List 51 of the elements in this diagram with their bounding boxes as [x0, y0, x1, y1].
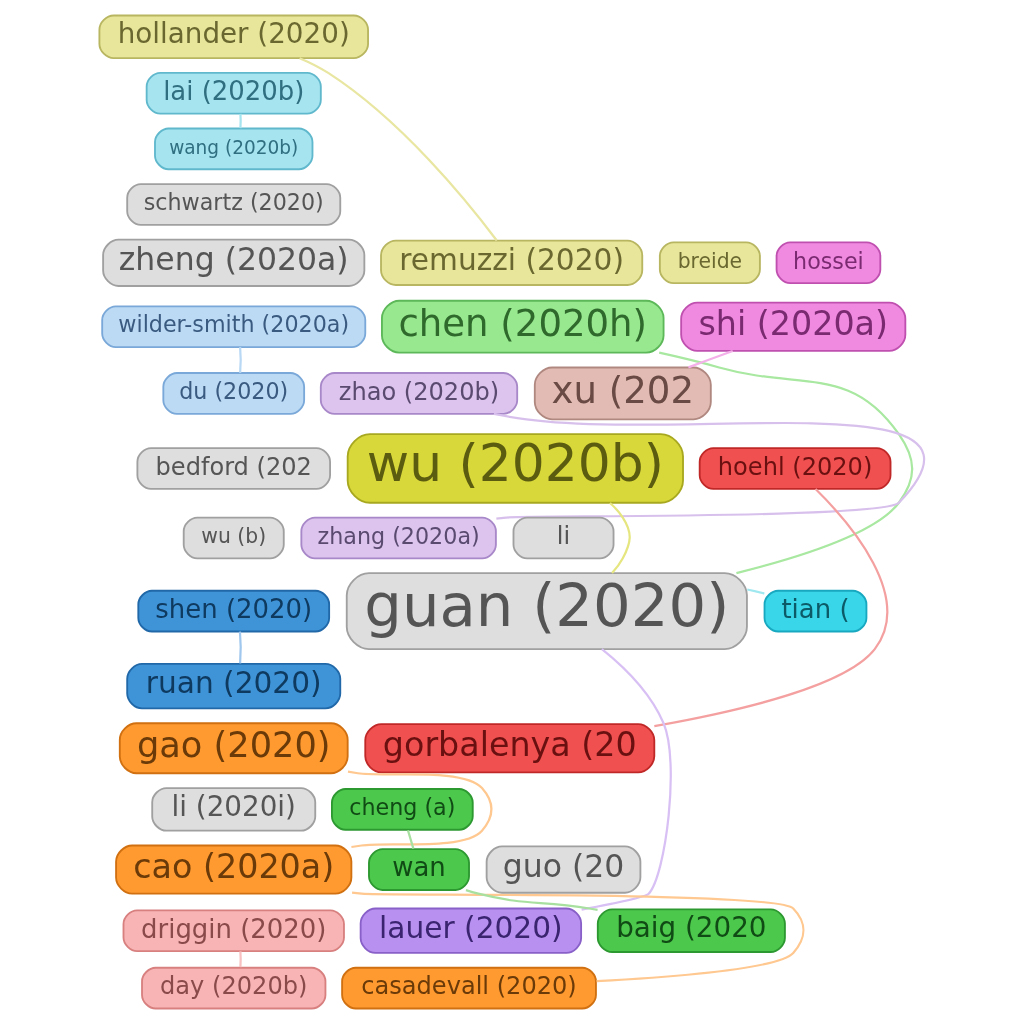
connector	[347, 770, 493, 849]
connector	[299, 57, 498, 242]
connector	[239, 113, 242, 129]
connector	[688, 349, 734, 369]
node-box: guan (2020)	[345, 572, 748, 651]
node-box: wang (2020b)	[154, 127, 314, 171]
connector	[406, 830, 415, 849]
node-box: cao (2020a)	[115, 844, 353, 895]
node-box: ruan (2020)	[126, 663, 342, 710]
node-box: schwartz (2020)	[126, 183, 342, 226]
node-box: gao (2020)	[118, 722, 349, 775]
node-box: li	[512, 516, 615, 560]
connector	[238, 631, 242, 664]
node-box: tian (	[763, 589, 868, 633]
node-box: lai (2020b)	[145, 72, 322, 115]
connector	[654, 488, 889, 728]
node-box: baig (2020	[596, 908, 786, 953]
connector	[239, 347, 242, 374]
connector	[747, 588, 765, 595]
node-box: remuzzi (2020)	[380, 239, 644, 286]
node-box: wan	[368, 848, 470, 891]
node-box: cheng (a)	[331, 788, 474, 831]
node-box: zhang (2020a)	[300, 516, 497, 560]
node-box: day (2020b)	[141, 966, 327, 1010]
connector	[239, 951, 242, 968]
node-box: lauer (2020)	[359, 907, 583, 954]
node-box: bedford (202	[136, 447, 331, 490]
node-box: hollander (2020)	[98, 14, 369, 59]
node-box: wu (b)	[182, 516, 285, 560]
connector	[493, 412, 925, 520]
node-box: wu (2020b)	[346, 433, 684, 504]
node-box: guo (20	[485, 845, 642, 894]
node-box: casadevall (2020)	[341, 966, 597, 1010]
node-box: wilder-smith (2020a)	[101, 305, 367, 349]
node-box: chen (2020h)	[381, 299, 665, 354]
node-box: zheng (2020a)	[102, 238, 366, 287]
connector	[658, 351, 914, 575]
node-box: hossei	[775, 241, 882, 285]
node-box: gorbalenya (20	[364, 723, 656, 774]
connector	[351, 891, 805, 983]
node-box: hoehl (2020)	[698, 447, 892, 490]
node-box: breide	[658, 241, 761, 285]
connector	[581, 648, 672, 911]
node-box: zhao (2020b)	[319, 372, 519, 415]
node-box: driggin (2020)	[122, 909, 345, 952]
node-box: li (2020i)	[151, 787, 317, 832]
node-box: xu (202	[533, 366, 712, 421]
node-box: shen (2020)	[137, 589, 331, 633]
node-box: shi (2020a)	[680, 301, 907, 352]
connector	[465, 889, 598, 911]
node-box: du (2020)	[162, 372, 306, 415]
